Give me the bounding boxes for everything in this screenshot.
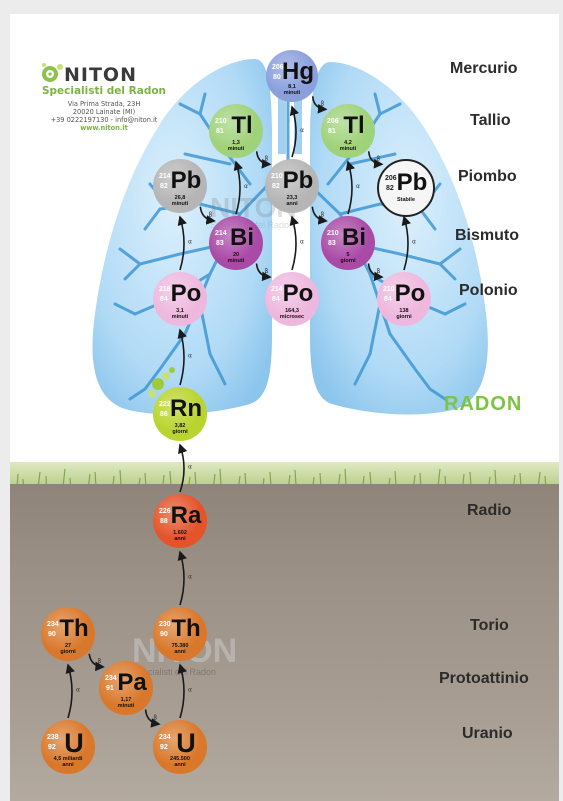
decay-arrow-pb210-hg206 xyxy=(292,107,296,157)
decay-type-label: α xyxy=(188,353,192,360)
element-tl210: 21081Tl1,3minuti xyxy=(209,104,263,158)
half-life-unit: minuti xyxy=(209,146,263,152)
element-symbol: Th xyxy=(159,615,213,643)
half-life-unit: anni xyxy=(153,762,207,768)
element-po214: 21484Po164,3microsec xyxy=(265,272,319,326)
decay-type-label: β xyxy=(153,714,157,721)
half-life-unit: giorni xyxy=(41,649,95,655)
decay-type-label: α xyxy=(244,183,248,190)
element-u234: 23492U245.500anni xyxy=(153,720,207,774)
decay-type-label: α xyxy=(356,183,360,190)
decay-type-label: β xyxy=(320,101,324,108)
decay-arrow-ra226-rn222 xyxy=(180,445,184,492)
decay-arrow-th230-ra226 xyxy=(180,552,184,605)
element-symbol: Bi xyxy=(215,224,269,252)
half-life-unit: giorni xyxy=(153,429,207,435)
decay-arrow-u238-th234 xyxy=(68,665,72,718)
decay-type-label: β xyxy=(208,212,212,219)
element-bi210: 21083Bi5giorni xyxy=(321,216,375,270)
decay-arrow-po218-pb214 xyxy=(180,217,184,270)
decay-type-label: α xyxy=(300,239,304,246)
element-pb214: 21482Pb26,8minuti xyxy=(153,159,207,213)
element-pa234: 23491Pa1,17minuti xyxy=(99,661,153,715)
element-tl206: 20681Tl4,2minuti xyxy=(321,104,375,158)
half-life-unit: minuti xyxy=(153,201,207,207)
decay-arrow-u234-th230 xyxy=(180,665,184,718)
element-th234: 23490Th27giorni xyxy=(41,607,95,661)
half-life-unit: minuti xyxy=(209,258,263,264)
half-life-unit: microsec xyxy=(265,314,319,320)
decay-type-label: α xyxy=(300,127,304,134)
element-symbol: Ra xyxy=(159,502,213,530)
element-u238: 23892U4,5 miliardianni xyxy=(41,720,95,774)
element-symbol: Hg xyxy=(272,58,324,86)
element-symbol: Tl xyxy=(215,112,269,140)
element-symbol: Pb xyxy=(159,167,213,195)
element-symbol: Pb xyxy=(385,169,439,197)
element-symbol: Pa xyxy=(105,669,159,697)
element-symbol: Rn xyxy=(159,395,213,423)
decay-arrow-bi214-tl210 xyxy=(236,162,240,214)
element-po218: 21884Po3,1minuti xyxy=(153,272,207,326)
decay-type-label: α xyxy=(188,464,192,471)
element-ra226: 22688Ra1.602anni xyxy=(153,494,207,548)
element-rn222: 22286Rn3,82giorni xyxy=(153,387,207,441)
half-life-unit: anni xyxy=(41,762,95,768)
decay-type-label: β xyxy=(376,268,380,275)
decay-type-label: β xyxy=(376,156,380,163)
decay-type-label: β xyxy=(320,212,324,219)
decay-type-label: β xyxy=(264,268,268,275)
element-symbol: Pb xyxy=(271,167,325,195)
radon-bubble-icon xyxy=(162,372,170,380)
radon-bubble-icon xyxy=(152,378,164,390)
element-symbol: Th xyxy=(47,615,101,643)
half-life-unit: minuti xyxy=(153,314,207,320)
element-th230: 23090Th75.380anni xyxy=(153,607,207,661)
decay-type-label: α xyxy=(188,687,192,694)
decay-type-label: α xyxy=(76,687,80,694)
radon-bubble-icon xyxy=(169,367,175,373)
half-life-unit: minuti xyxy=(266,90,318,96)
half-life-unit: anni xyxy=(265,201,319,207)
half-life-unit: minuti xyxy=(99,703,153,709)
decay-type-label: β xyxy=(264,156,268,163)
element-symbol: U xyxy=(159,728,213,759)
half-life-unit: giorni xyxy=(321,258,375,264)
element-symbol: Po xyxy=(159,280,213,308)
element-pb210: 21082Pb23,3anni xyxy=(265,159,319,213)
element-symbol: Tl xyxy=(327,112,381,140)
decay-type-label: α xyxy=(188,574,192,581)
decay-type-label: α xyxy=(412,239,416,246)
decay-arrow-rn222-po218 xyxy=(180,330,184,385)
half-life-unit: anni xyxy=(153,649,207,655)
element-symbol: Bi xyxy=(327,224,381,252)
decay-type-label: α xyxy=(188,239,192,246)
element-pb206: 20682PbStabile xyxy=(377,159,435,217)
element-hg206: 20680Hg8,1minuti xyxy=(266,50,318,102)
element-symbol: U xyxy=(47,728,101,759)
element-symbol: Po xyxy=(271,280,325,308)
half-life-unit: giorni xyxy=(377,314,431,320)
decay-arrow-po214-pb210 xyxy=(292,217,296,270)
poster: NITON Specialisti del Radon NITON Specia… xyxy=(10,14,559,801)
element-symbol: Po xyxy=(383,280,437,308)
decay-arrows: α β β α α α α α β α β β α α β β α β β α xyxy=(10,14,559,801)
half-life-unit: minuti xyxy=(321,146,375,152)
decay-arrow-po210-pb206 xyxy=(404,217,408,270)
element-po210: 21084Po138giorni xyxy=(377,272,431,326)
decay-type-label: β xyxy=(98,658,102,665)
decay-arrow-bi210-tl206 xyxy=(348,162,352,214)
radon-bubble-icon xyxy=(148,390,156,398)
element-bi214: 21483Bi20minuti xyxy=(209,216,263,270)
half-life: Stabile xyxy=(379,197,433,203)
half-life-unit: anni xyxy=(153,536,207,542)
